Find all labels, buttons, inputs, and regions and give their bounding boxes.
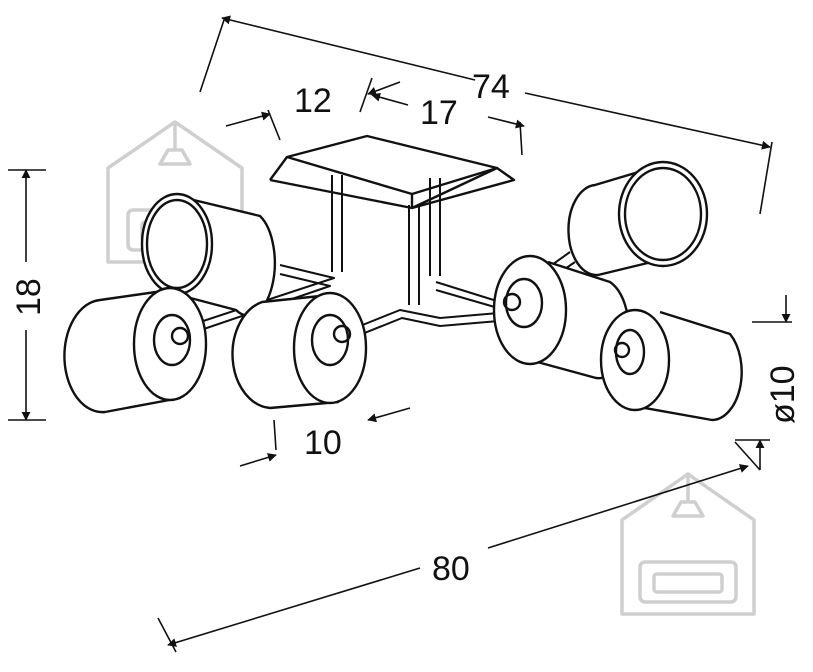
dimension-line-74 [222, 18, 770, 147]
dimension-line-80-ext-left [157, 617, 177, 653]
dimension-label-18: 18 [10, 278, 48, 316]
ceiling-plate [269, 134, 516, 210]
dimension-line-17 [372, 95, 524, 126]
lamp-shade-front-middle [231, 291, 368, 410]
lamp-drawing [63, 134, 743, 422]
dimension-line-12 [225, 111, 271, 127]
lamp-shade-front-right [599, 308, 743, 422]
stems [331, 175, 441, 305]
dimension-label-12: 12 [294, 82, 332, 120]
dimension-line-17-ext-right [519, 121, 523, 156]
dimension-label-80: 80 [432, 550, 470, 588]
dimension-line-10 [239, 453, 277, 467]
dimension-label-10: 10 [304, 424, 342, 462]
dimension-line-74-ext-right [759, 141, 773, 215]
lamp-shade-middle-right [492, 254, 630, 380]
dimension-line-10-ext-left [273, 419, 277, 451]
dimension-line-10-right [367, 407, 411, 423]
dimension-label-17: 17 [420, 94, 458, 132]
dimension-label-74: 74 [472, 68, 510, 106]
dimension-labels: 74 12 17 18 10 ø10 80 [10, 68, 802, 588]
lamp-shade-back-right [567, 160, 709, 277]
dimension-line-12-right [367, 81, 401, 96]
dimension-lines [8, 18, 792, 652]
dimension-line-74-ext-left [199, 19, 225, 93]
lamp-shade-front-left [63, 286, 208, 414]
dimension-line-17-ext-left [359, 77, 373, 113]
dimension-line-80 [168, 466, 748, 645]
watermark-house-icon-right [620, 472, 756, 616]
dimension-label-diameter: ø10 [764, 365, 802, 424]
